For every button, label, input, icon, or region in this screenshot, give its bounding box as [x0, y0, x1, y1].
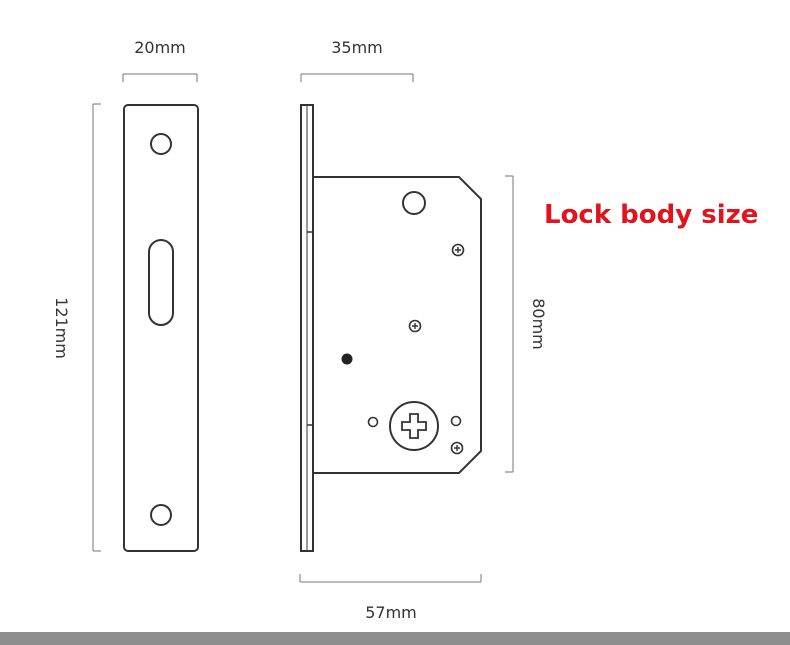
lock-case-outline — [312, 176, 482, 474]
faceplate-outline — [123, 104, 199, 552]
case-screw-lower-icon — [450, 441, 464, 455]
latch-slot — [148, 239, 174, 326]
bottom-bar — [0, 632, 790, 645]
faceplate-width-label: 20mm — [134, 38, 186, 57]
case-right-small-hole — [450, 415, 462, 427]
faceplate-front-view — [123, 104, 199, 552]
dimension-faceplate-width: 20mm — [122, 38, 198, 82]
faceplate-top-screw-hole — [150, 133, 172, 155]
faceplate-height-label: 121mm — [52, 297, 71, 359]
case-rivet-dot — [341, 353, 353, 365]
case-left-small-hole — [367, 416, 379, 428]
dimension-body-depth: 35mm — [300, 38, 414, 82]
dimension-faceplate-height: 121mm — [52, 103, 101, 552]
diagram-title: Lock body size — [544, 200, 758, 230]
lock-body-side-view — [300, 104, 482, 552]
case-screw-middle-icon — [408, 319, 422, 333]
body-depth-label: 35mm — [331, 38, 383, 57]
spindle-cross-hole-icon — [389, 401, 439, 451]
overall-width-label: 57mm — [365, 603, 417, 622]
case-top-hole — [402, 191, 426, 215]
body-height-label: 80mm — [529, 298, 548, 350]
faceplate-bottom-screw-hole — [150, 504, 172, 526]
dimension-overall-width: 57mm — [299, 574, 482, 622]
case-screw-upper-icon — [451, 243, 465, 257]
dimension-body-height: 80mm — [505, 175, 548, 473]
